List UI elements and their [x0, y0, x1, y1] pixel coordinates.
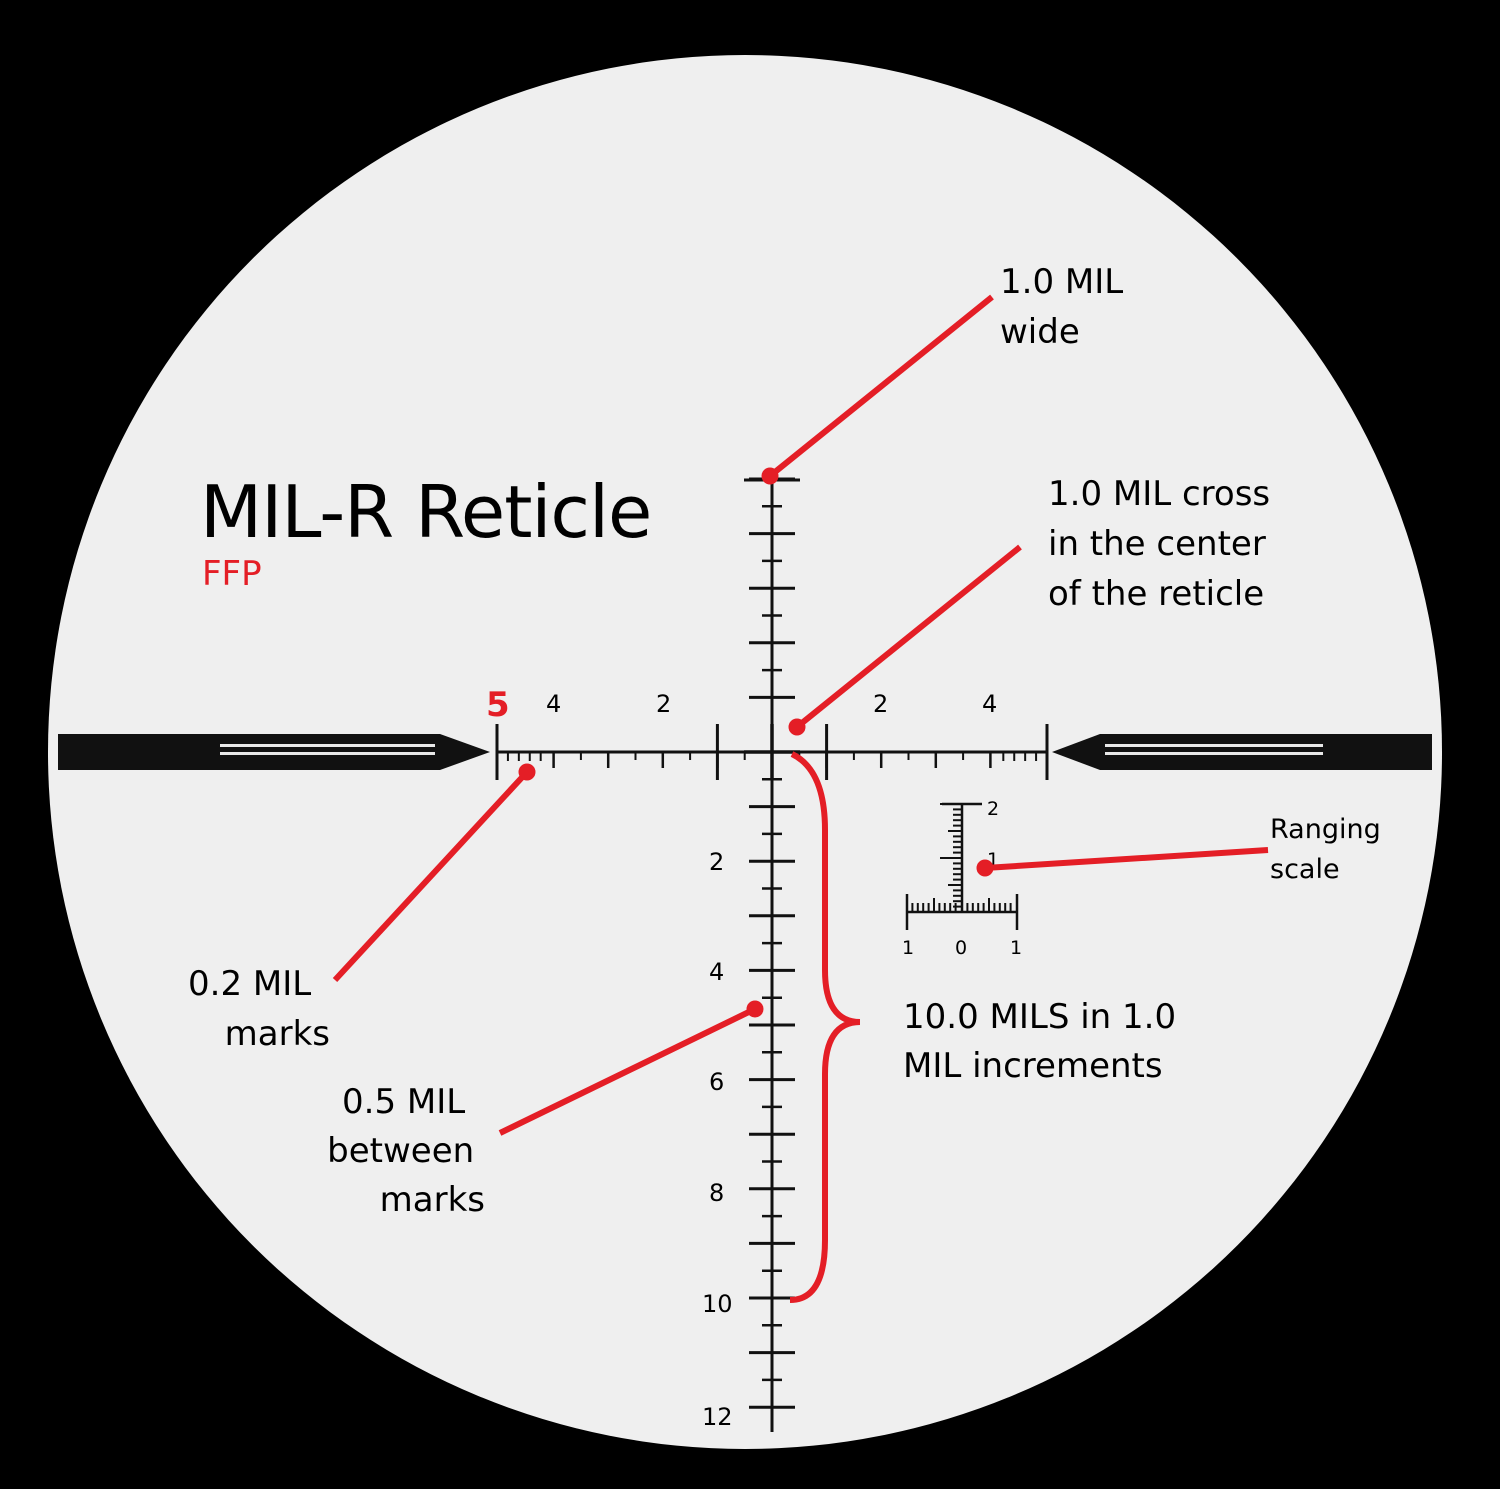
leader-ranging: [984, 847, 1269, 871]
leader-wide: [768, 294, 994, 479]
scale-label-down-6: 6: [709, 1068, 724, 1096]
leader-02-marks: [332, 769, 530, 983]
callout-10-mils: 10.0 MILS in 1.0 MIL increments: [903, 997, 1187, 1086]
leader-cross: [795, 544, 1022, 730]
ranging-label-left-1: 1: [902, 937, 914, 959]
left-thick-post: [58, 734, 490, 770]
scale-label-left-2: 2: [656, 690, 671, 718]
ranging-label-0: 0: [955, 937, 967, 959]
vertical-mil-scale: [744, 477, 800, 1432]
callout-leaders: [332, 294, 1269, 1303]
scale-label-down-10: 10: [702, 1290, 733, 1318]
scale-label-down-2: 2: [709, 848, 724, 876]
leader-dot-ranging: [976, 859, 994, 877]
subtitle-ffp: FFP: [202, 554, 262, 594]
ranging-label-right-1: 1: [1010, 937, 1022, 959]
scale-label-right-4: 4: [982, 690, 997, 718]
scale-label-down-4: 4: [709, 958, 724, 986]
callout-02-marks: 0.2 MIL marks: [188, 964, 330, 1054]
callout-center-cross: 1.0 MIL cross in the center of the retic…: [1048, 474, 1281, 614]
scale-label-down-8: 8: [709, 1179, 724, 1207]
leader-dot-cross: [788, 718, 806, 736]
leader-dot-02: [518, 763, 536, 781]
scale-label-left-edge: 5: [486, 685, 510, 725]
scale-label-left-4: 4: [546, 690, 561, 718]
scale-label-right-2: 2: [873, 690, 888, 718]
callout-ranging-scale: Ranging scale: [1270, 814, 1389, 885]
right-thick-post: [1052, 734, 1432, 770]
ranging-label-2: 2: [987, 798, 999, 820]
ranging-scale: [905, 802, 1019, 930]
leader-05-marks: [498, 1006, 757, 1136]
leader-dot-wide: [761, 467, 779, 485]
callout-05-marks: 0.5 MIL between marks: [327, 1082, 485, 1220]
scale-label-down-12: 12: [702, 1403, 733, 1431]
brace-10-mils: [789, 751, 861, 1303]
callout-1mil-wide: 1.0 MIL wide: [1000, 262, 1134, 352]
page-title: MIL-R Reticle: [200, 470, 651, 554]
leader-dot-05: [746, 1000, 764, 1018]
